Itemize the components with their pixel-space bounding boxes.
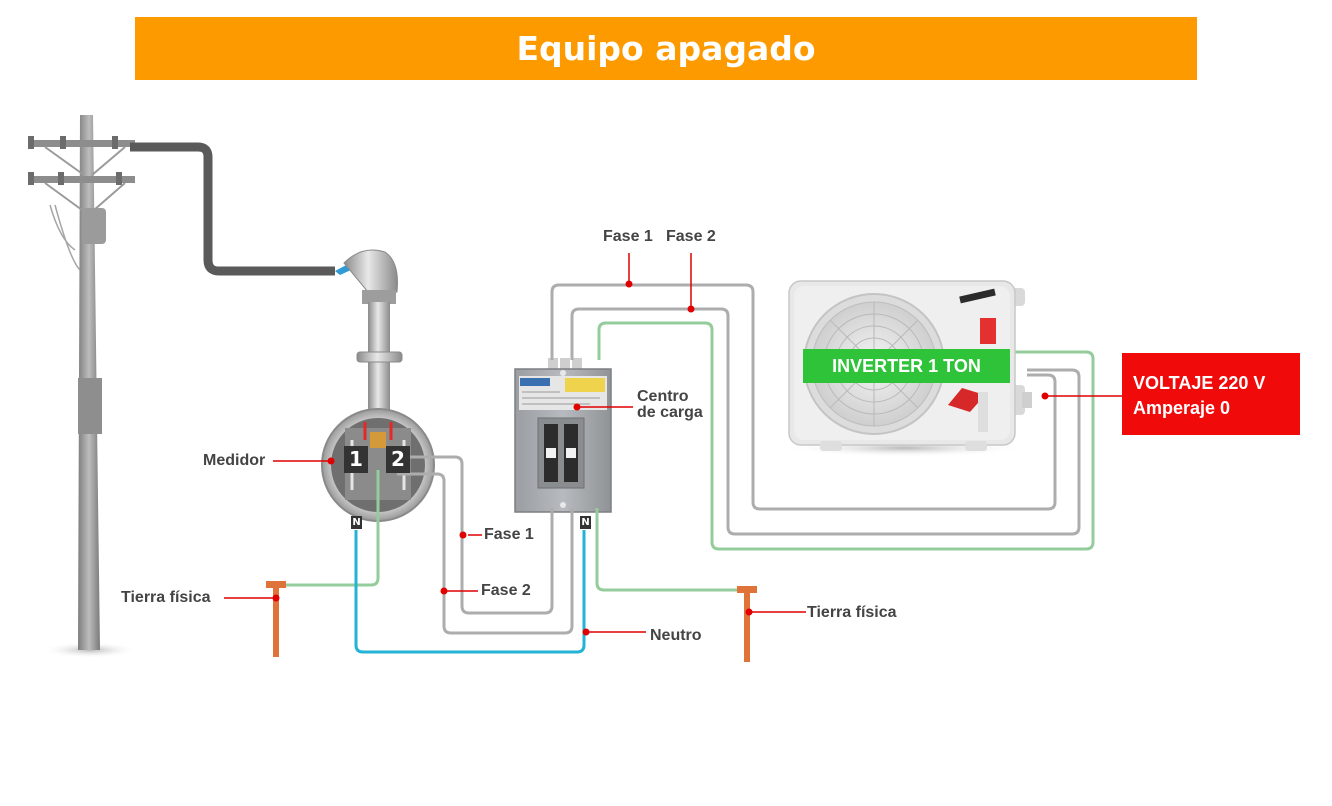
label-pointers [224,253,1122,636]
neutral-wire [354,530,586,654]
label-medidor: Medidor [203,452,266,469]
meter-device [321,408,435,522]
ground-rod-right [737,586,757,662]
voltage-readout: VOLTAJE 220 V [1133,373,1266,393]
page-title: Equipo apagado [516,29,816,68]
service-drop-cable [130,142,335,276]
label-tierra-left: Tierra física [121,589,211,606]
label-fase1-top: Fase 1 [603,228,653,245]
utility-pole [28,115,138,658]
ground-wires [278,321,1095,592]
label-centro-line1: Centro [637,388,689,405]
label-tierra-right: Tierra física [807,604,897,621]
load-center-panel [514,358,612,513]
inverter-badge: INVERTER 1 TON [803,349,1010,383]
phase-wires [393,283,1081,635]
page-title-banner: Equipo apagado [135,17,1197,80]
label-fase2-top: Fase 2 [666,228,716,245]
ground-rod-left [266,581,286,657]
meter-terminal-1: 1 [344,446,368,473]
status-readout: VOLTAJE 220 V Amperaje 0 [1122,353,1300,435]
panel-neutral-badge: N [580,516,591,529]
meter-terminal-2: 2 [386,446,410,473]
weatherhead-mast [335,249,403,420]
meter-neutral-badge: N [351,516,362,529]
amperage-readout: Amperaje 0 [1133,398,1231,418]
inverter-badge-text: INVERTER 1 TON [832,355,981,376]
label-centro-line2: de carga [637,404,703,421]
label-neutro: Neutro [650,627,702,644]
label-fase1-mid: Fase 1 [484,526,534,543]
label-fase2-mid: Fase 2 [481,582,531,599]
